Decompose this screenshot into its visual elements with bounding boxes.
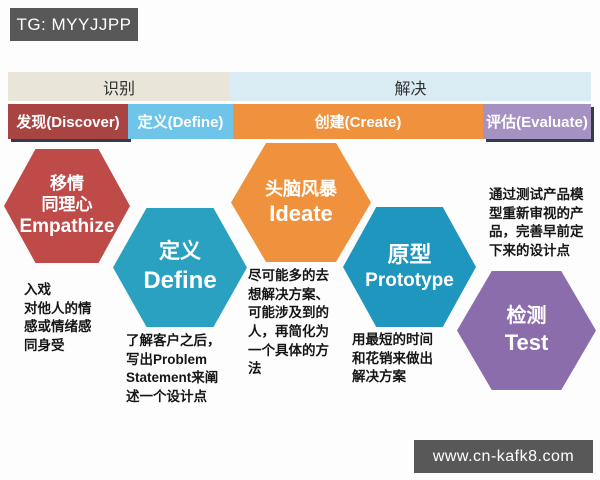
phase-segment-solve: 解决 — [230, 72, 591, 101]
hexagon-define: 定义 Define — [113, 208, 247, 327]
hexagon-empathize: 移情 同理心 Empathize — [4, 149, 130, 263]
note-prototype: 用最短的时间 和花销来做出 解决方案 — [352, 332, 433, 385]
hexagon-prototype: 原型 Prototype — [343, 207, 476, 327]
hexagon-test-label-en: Test — [504, 330, 549, 356]
stage-segment-discover: 发现(Discover) — [8, 104, 128, 139]
phase-bar: 识别 解决 — [8, 72, 591, 101]
note-empathize: 入戏 对他人的情 感或情绪感 同身受 — [24, 282, 92, 353]
hexagon-test: 检测 Test — [457, 271, 596, 390]
hexagon-ideate: 头脑风暴 Ideate — [231, 143, 371, 262]
phase-segment-identify: 识别 — [8, 72, 230, 101]
hexagon-empathize-label-en: Empathize — [19, 216, 115, 238]
hexagon-ideate-label-en: Ideate — [269, 201, 333, 226]
hexagon-empathize-label-zh: 移情 同理心 — [41, 173, 93, 215]
note-define: 了解客户之后， 写出Problem Statement来阐 述一个设计点 — [126, 333, 221, 404]
hexagon-test-label-zh: 检测 — [506, 305, 547, 328]
watermark-top-badge: TG: MYYJJPP — [10, 8, 138, 41]
watermark-bottom-badge: www.cn-kafk8.com — [414, 440, 593, 473]
hexagon-prototype-label-zh: 原型 — [387, 242, 432, 268]
stage-segment-create: 创建(Create) — [233, 104, 483, 139]
stage-segment-evaluate: 评估(Evaluate) — [483, 104, 591, 139]
hexagon-prototype-label-en: Prototype — [365, 269, 454, 291]
note-test: 通过测试产品模 型重新审视的产 品，完善早前定 下来的设计点 — [489, 187, 584, 258]
hexagon-define-label-en: Define — [143, 266, 217, 294]
stage-segment-define: 定义(Define) — [128, 104, 233, 139]
hexagon-define-label-zh: 定义 — [159, 240, 201, 264]
note-ideate: 尽可能多的去 想解决方案、 可能涉及到的 人，再简化为 一个具体的方 法 — [248, 268, 329, 377]
stage-bar: 发现(Discover) 定义(Define) 创建(Create) 评估(Ev… — [8, 104, 591, 139]
hexagon-ideate-label-zh: 头脑风暴 — [265, 178, 337, 199]
